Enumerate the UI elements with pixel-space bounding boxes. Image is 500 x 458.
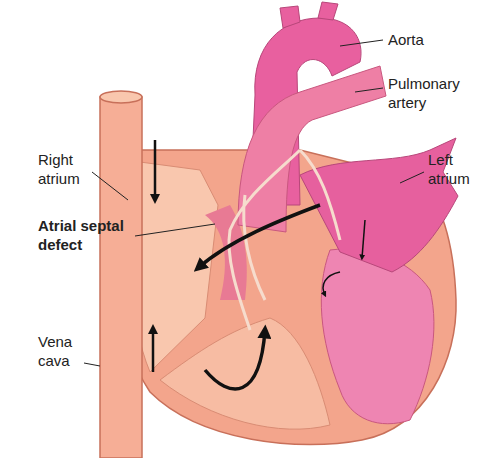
flow-arrow (205, 330, 265, 389)
leader-line (84, 363, 100, 366)
flow-arrow (154, 140, 157, 200)
right-ventricle-inner (160, 318, 330, 429)
part-label: Pulmonary artery (388, 74, 480, 112)
flow-arrow (198, 205, 320, 268)
coronary-vessel (229, 150, 340, 330)
vena-cava-tube (100, 97, 142, 458)
leader-line (135, 224, 215, 236)
right-atrium-inner (132, 162, 218, 372)
part-label: Left atrium (428, 150, 494, 188)
flow-arrow (152, 328, 155, 372)
part-label: Atrial septal defect (38, 216, 138, 254)
leader-line (340, 40, 383, 46)
part-label: Right atrium (38, 150, 110, 188)
vena-cava-top (100, 91, 142, 103)
part-label: Aorta (388, 30, 488, 49)
flow-arrow (362, 220, 365, 258)
left-ventricle (321, 249, 434, 424)
leader-line (355, 88, 383, 92)
aorta-branch (280, 6, 300, 28)
leader-line (400, 172, 424, 183)
part-label: Vena cava (38, 332, 82, 370)
flow-arrow (323, 272, 340, 295)
aorta-branch (318, 2, 338, 20)
leader-line (92, 172, 128, 200)
